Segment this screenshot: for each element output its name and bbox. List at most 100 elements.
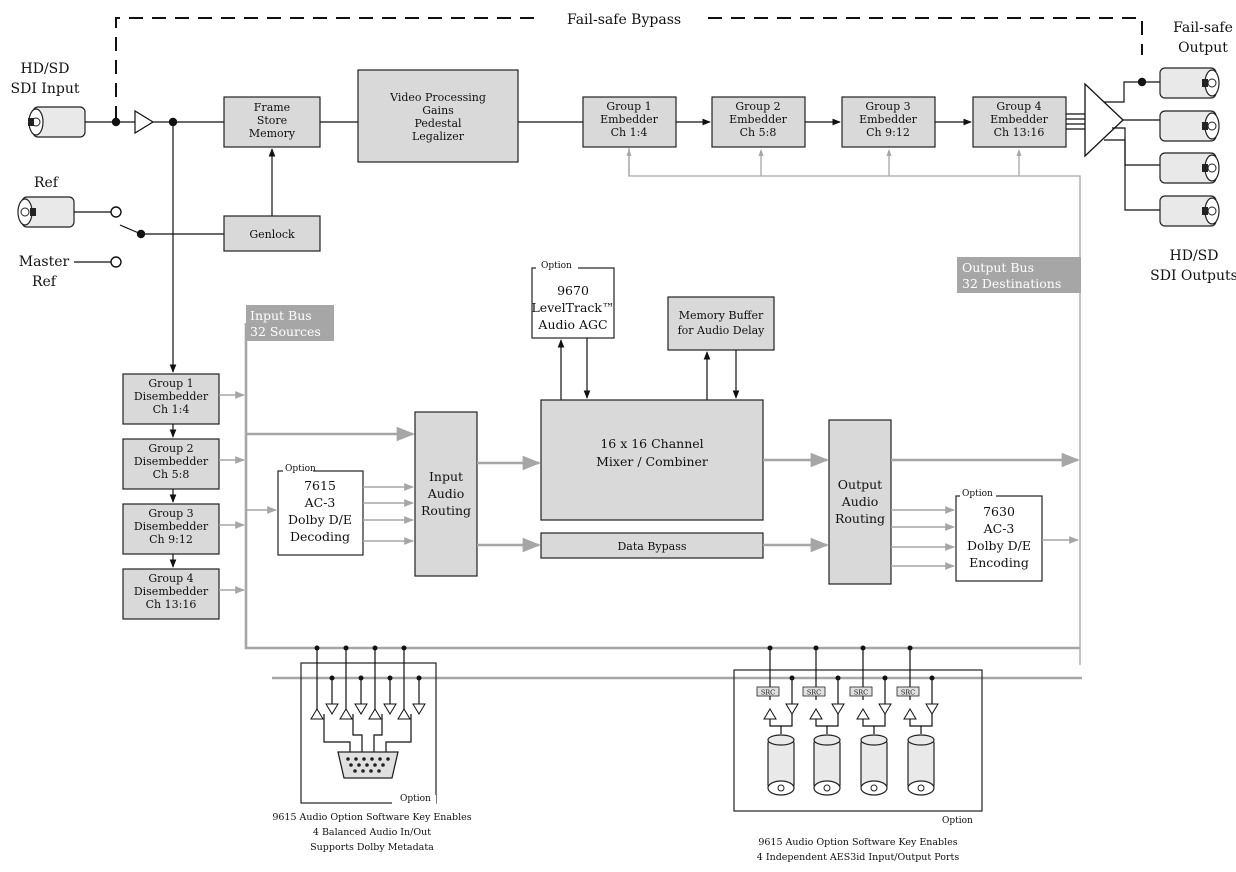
svg-text:Routing: Routing — [835, 511, 885, 526]
svg-text:Encoding: Encoding — [969, 555, 1029, 570]
aes-audio-option: Option SRC SRC SRC SRC — [733, 645, 983, 826]
svg-text:SRC: SRC — [854, 689, 868, 697]
sdi-output-connector-icon — [1159, 67, 1220, 99]
svg-text:Ch 1:4: Ch 1:4 — [153, 403, 190, 416]
input-bus-banner: Input Bus 32 Sources — [246, 305, 334, 341]
svg-text:Ch 9:12: Ch 9:12 — [149, 533, 193, 546]
balanced-caption-line-2: 4 Balanced Audio In/Out — [313, 827, 431, 838]
svg-text:Ch 1:4: Ch 1:4 — [611, 126, 648, 139]
failsafe-output-label-1: Fail-safe — [1173, 20, 1233, 36]
svg-text:Group 1: Group 1 — [148, 377, 193, 390]
svg-text:Group 3: Group 3 — [865, 100, 910, 113]
svg-text:Ch 13:16: Ch 13:16 — [994, 126, 1045, 139]
aes-caption-line-1: 9615 Audio Option Software Key Enables — [758, 837, 957, 848]
aes-bnc-connector-icon — [813, 734, 841, 796]
balanced-caption-line-1: 9615 Audio Option Software Key Enables — [272, 812, 471, 823]
memory-buffer-block: Memory Buffer for Audio Delay — [667, 296, 775, 351]
embedder-group-3-block: Group 3 Embedder Ch 9:12 — [841, 96, 936, 148]
sdi-output-connector-icon — [1159, 152, 1220, 184]
svg-text:Group 1: Group 1 — [606, 100, 651, 113]
svg-text:Input: Input — [429, 469, 463, 484]
embedder-group-4-block: Group 4 Embedder Ch 13:16 — [972, 96, 1067, 148]
output-bus-banner: Output Bus 32 Destinations — [957, 257, 1081, 293]
disembedder-group-2-block: Group 2 Disembedder Ch 5:8 — [122, 438, 220, 490]
svg-text:Frame: Frame — [254, 101, 290, 114]
svg-text:Disembedder: Disembedder — [134, 520, 209, 533]
sdi-outputs-label-1: HD/SD — [1170, 248, 1219, 264]
svg-text:Ch 5:8: Ch 5:8 — [153, 468, 190, 481]
svg-text:for Audio Delay: for Audio Delay — [678, 324, 766, 337]
video-processing-block: Video Processing Gains Pedestal Legalize… — [357, 69, 519, 163]
svg-text:Pedestal: Pedestal — [414, 117, 462, 130]
svg-text:Audio AGC: Audio AGC — [537, 317, 607, 332]
data-bypass-block: Data Bypass — [540, 532, 764, 559]
svg-text:Group 2: Group 2 — [735, 100, 780, 113]
svg-text:Output: Output — [838, 477, 882, 492]
master-ref-label-1: Master — [19, 254, 70, 270]
svg-text:Embedder: Embedder — [729, 113, 788, 126]
svg-text:Memory: Memory — [249, 127, 296, 140]
failsafe-output-label-2: Output — [1178, 40, 1228, 56]
svg-text:Ch 9:12: Ch 9:12 — [866, 126, 910, 139]
aes-caption-line-2: 4 Independent AES3id Input/Output Ports — [757, 852, 960, 863]
svg-text:Genlock: Genlock — [249, 228, 295, 241]
dolby-encoder-block: Option 7630 AC-3 Dolby D/E Encoding — [955, 489, 1043, 582]
mixer-combiner-block: 16 x 16 Channel Mixer / Combiner — [540, 399, 764, 521]
svg-text:Disembedder: Disembedder — [134, 390, 209, 403]
svg-text:Option: Option — [942, 816, 973, 826]
ref-connector-icon — [17, 196, 75, 228]
sdi-output-connector-icon — [1159, 195, 1220, 227]
svg-text:Embedder: Embedder — [990, 113, 1049, 126]
ref-label: Ref — [34, 175, 60, 191]
svg-text:Mixer / Combiner: Mixer / Combiner — [596, 454, 708, 469]
svg-text:Option: Option — [400, 794, 431, 804]
svg-text:16 x 16 Channel: 16 x 16 Channel — [600, 436, 703, 451]
src-label-group: SRC SRC SRC SRC — [756, 686, 920, 697]
sdi-input-label-1: HD/SD — [21, 61, 70, 77]
svg-text:7615: 7615 — [304, 478, 336, 493]
balanced-caption-line-3: Supports Dolby Metadata — [310, 842, 434, 853]
svg-text:Output Bus: Output Bus — [962, 260, 1034, 275]
failsafe-bypass-path: Fail-safe Bypass — [115, 12, 1143, 120]
svg-text:Group 3: Group 3 — [148, 507, 193, 520]
aes-bnc-connector-icon — [907, 734, 935, 796]
svg-text:LevelTrack™: LevelTrack™ — [532, 300, 615, 315]
svg-text:Option: Option — [962, 489, 993, 499]
svg-text:Option: Option — [541, 261, 572, 271]
svg-text:9670: 9670 — [557, 283, 589, 298]
svg-text:Group 4: Group 4 — [996, 100, 1041, 113]
svg-text:Input Bus: Input Bus — [250, 308, 312, 323]
svg-text:Dolby D/E: Dolby D/E — [967, 538, 1031, 553]
svg-text:AC-3: AC-3 — [304, 495, 336, 510]
sdi-outputs-label-2: SDI Outputs — [1150, 268, 1236, 284]
svg-text:Store: Store — [257, 114, 287, 127]
input-buffer-icon — [134, 109, 155, 135]
svg-text:Legalizer: Legalizer — [412, 130, 465, 143]
svg-text:Ch 13:16: Ch 13:16 — [146, 598, 197, 611]
svg-text:SRC: SRC — [761, 689, 775, 697]
svg-text:Group 2: Group 2 — [148, 442, 193, 455]
svg-text:Gains: Gains — [422, 104, 454, 117]
failsafe-bypass-label: Fail-safe Bypass — [567, 12, 681, 28]
disembedder-group-3-block: Group 3 Disembedder Ch 9:12 — [122, 503, 220, 555]
embedder-group-2-block: Group 2 Embedder Ch 5:8 — [711, 96, 806, 148]
svg-text:Group 4: Group 4 — [148, 572, 193, 585]
svg-text:32 Sources: 32 Sources — [250, 324, 321, 339]
output-audio-routing-block: Output Audio Routing — [828, 419, 892, 585]
svg-text:Ch 5:8: Ch 5:8 — [740, 126, 777, 139]
svg-text:SRC: SRC — [807, 689, 821, 697]
balanced-audio-option: Option — [300, 645, 437, 805]
aes-bnc-connector-icon — [860, 734, 888, 796]
dolby-decoder-block: Option 7615 AC-3 Dolby D/E Decoding — [277, 464, 364, 556]
master-ref-label-2: Ref — [32, 274, 58, 290]
svg-text:Data Bypass: Data Bypass — [617, 540, 686, 553]
svg-text:AC-3: AC-3 — [983, 521, 1015, 536]
master-ref-switch-contact — [110, 256, 122, 268]
genlock-block: Genlock — [223, 215, 321, 252]
svg-text:SRC: SRC — [901, 689, 915, 697]
svg-text:Routing: Routing — [421, 503, 471, 518]
input-audio-routing-block: Input Audio Routing — [414, 411, 478, 577]
svg-text:Audio: Audio — [841, 494, 879, 509]
